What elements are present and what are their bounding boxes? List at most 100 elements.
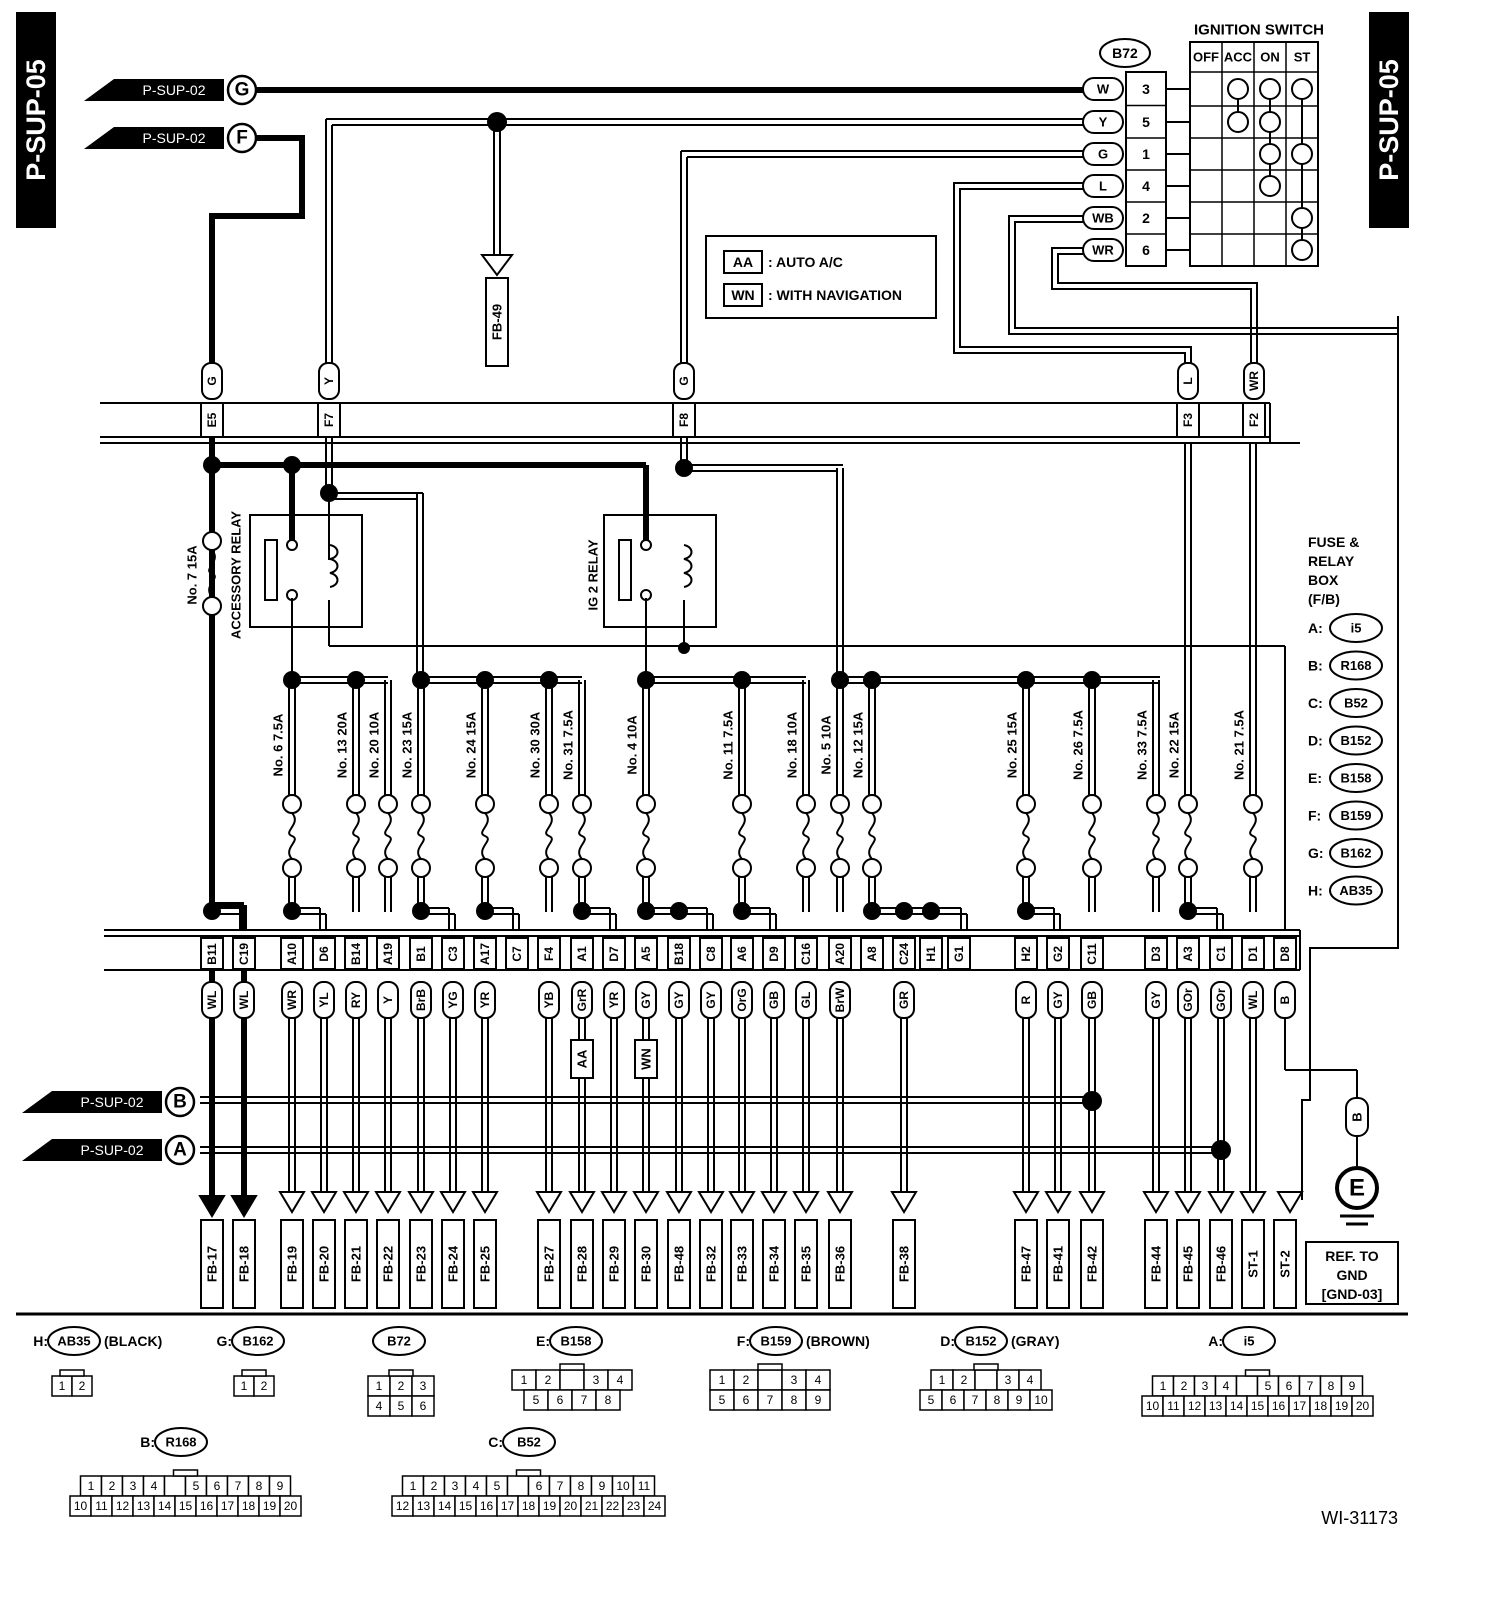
output-arrow xyxy=(1142,1191,1170,1214)
output-pin-b14: B14 xyxy=(349,943,363,965)
output-wire-14-tag xyxy=(668,981,690,1019)
output-wire-16: OrG xyxy=(735,988,749,1011)
output-pin-c1: C1 xyxy=(1214,946,1228,962)
output-arrow xyxy=(471,1191,499,1214)
connector-pin: 1 xyxy=(59,1379,66,1393)
output-pin-box xyxy=(312,937,336,970)
output-terminal-fb-25: FB-25 xyxy=(478,1246,493,1282)
connector-pin: 1 xyxy=(376,1379,383,1393)
connector-latch xyxy=(515,1469,542,1477)
junction xyxy=(412,671,430,689)
output-wire-4: RY xyxy=(349,992,363,1008)
connector-pin: 10 xyxy=(616,1479,630,1493)
connector-latch xyxy=(559,1363,585,1371)
fuse-label: No. 6 7.5A xyxy=(271,713,286,776)
output-pin-box xyxy=(919,937,943,970)
connector-cell xyxy=(559,1369,585,1391)
connector-pin: 7 xyxy=(1307,1379,1314,1393)
output-terminal-fb-24-box xyxy=(441,1219,465,1309)
output-terminal-fb-35-box xyxy=(794,1219,818,1309)
output-arrow xyxy=(1174,1191,1202,1214)
output-arrow xyxy=(1276,1191,1304,1214)
b72-wire-tag: WR xyxy=(1092,243,1114,258)
output-terminal-fb-33: FB-33 xyxy=(735,1246,750,1282)
ignition-contact xyxy=(1291,143,1313,165)
input-wire-3: L xyxy=(1181,377,1195,384)
fuse-label: No. 26 7.5A xyxy=(1071,709,1086,780)
connector-pin: 13 xyxy=(1209,1399,1223,1413)
relay-switch-blade xyxy=(264,539,278,601)
fuse-col-link xyxy=(868,812,876,860)
output-terminal-fb-42-box xyxy=(1080,1219,1104,1309)
connector-latch xyxy=(241,1369,267,1377)
output-pin-c3: C3 xyxy=(446,946,460,962)
output-terminal-fb-30-box xyxy=(634,1219,658,1309)
output-wire-3-tag xyxy=(313,981,335,1019)
junction xyxy=(678,642,690,654)
connector-pin: 13 xyxy=(137,1499,151,1513)
output-pin-box xyxy=(376,937,400,970)
output-terminal-fb-45: FB-45 xyxy=(1181,1246,1196,1282)
connector-view-prefix: A: xyxy=(1208,1333,1223,1349)
fuse-col-link xyxy=(1022,812,1030,860)
output-wire-30-tag xyxy=(1242,981,1264,1019)
output-wire-26-tag xyxy=(1081,981,1103,1019)
output-wire-4-tag xyxy=(345,981,367,1019)
fuse-col-terminal xyxy=(636,794,656,814)
page-label-left-bg xyxy=(16,12,56,228)
fuse-box-conn-key: D: xyxy=(1308,733,1323,749)
connector-pin: 3 xyxy=(593,1373,600,1387)
ignition-position-off: OFF xyxy=(1193,50,1219,65)
output-wire-0: WL xyxy=(205,991,219,1010)
ground-symbol-e: E xyxy=(1349,1175,1365,1202)
connector-pin: 12 xyxy=(396,1499,410,1513)
output-terminal-fb-35: FB-35 xyxy=(799,1246,814,1282)
fuse-label: No. 4 10A xyxy=(625,715,640,775)
connector-pin: 5 xyxy=(719,1393,726,1407)
connector-view-name-oval xyxy=(749,1326,803,1356)
fuse-col-terminal xyxy=(636,858,656,878)
output-wire-27-tag xyxy=(1145,981,1167,1019)
fuse-box-title: FUSE & xyxy=(1308,534,1359,550)
fuse-col-terminal xyxy=(830,858,850,878)
output-arrow xyxy=(728,1191,756,1214)
output-arrow xyxy=(792,1191,820,1214)
wire-wr xyxy=(1057,253,1258,366)
connector-latch xyxy=(973,1363,999,1371)
wire-l xyxy=(953,182,1186,366)
fuse-label: No. 20 10A xyxy=(367,711,382,778)
connector-pin: 6 xyxy=(536,1479,543,1493)
ignition-contact xyxy=(1259,143,1281,165)
fuse-col-terminal xyxy=(1146,794,1166,814)
output-terminal-fb-44-box xyxy=(1144,1219,1168,1309)
output-pin-f4: F4 xyxy=(542,947,556,961)
connector-pin: 14 xyxy=(158,1499,172,1513)
connector-pin: 6 xyxy=(1286,1379,1293,1393)
fuse-col-terminal xyxy=(1146,858,1166,878)
output-terminal-fb-46-box xyxy=(1209,1219,1233,1309)
input-pin: F3 xyxy=(1181,413,1195,427)
input-wire-1: Y xyxy=(322,377,336,385)
junction-a xyxy=(1211,1140,1231,1160)
connector-pin: 4 xyxy=(815,1373,822,1387)
output-arrow xyxy=(439,1191,467,1214)
source-b-label: P-SUP-02 xyxy=(80,1094,143,1110)
accessory-relay-label: ACCESSORY RELAY xyxy=(229,511,244,639)
connector-pin: 9 xyxy=(1349,1379,1356,1393)
input-wire-0: G xyxy=(205,376,219,385)
connector-cell xyxy=(1029,1389,1053,1411)
b72-wire-tag-box xyxy=(1082,206,1124,230)
output-terminal-fb-30: FB-30 xyxy=(639,1246,654,1282)
output-pin-box xyxy=(634,937,658,970)
legend-code-box xyxy=(723,283,763,307)
connector-pin: 18 xyxy=(522,1499,536,1513)
output-wire-30: WL xyxy=(1246,991,1260,1010)
output-pin-d3: D3 xyxy=(1149,946,1163,962)
connector-pin: 8 xyxy=(605,1393,612,1407)
output-wire-12-tag xyxy=(603,981,625,1019)
wire-wb xyxy=(1014,221,1398,329)
output-terminal-fb-24: FB-24 xyxy=(446,1245,461,1282)
connector-pin: 16 xyxy=(480,1499,494,1513)
legend-text: : WITH NAVIGATION xyxy=(768,287,902,303)
output-pin-a17: A17 xyxy=(478,943,492,965)
